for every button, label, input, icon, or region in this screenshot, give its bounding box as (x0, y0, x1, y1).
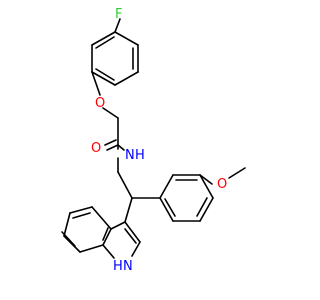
carbonyl-oxygen-label: O (91, 141, 101, 156)
indole-nitrogen-label: N (123, 259, 133, 274)
amide-hydrogen-label: H (135, 148, 145, 163)
fluorophenyl-ring (91, 31, 139, 86)
molecule-canvas: F O O N H O H N (61, 7, 246, 274)
carbonyl-double-bond-a (106, 144, 119, 151)
aryl-o-methoxy-bond (199, 174, 213, 185)
indole-pyrrole-ring (102, 221, 141, 259)
carbonyl-double-bond-b (104, 139, 117, 146)
amide-c-n-bond (117, 144, 125, 151)
indole-benzene-ring (61, 206, 112, 253)
o-ch2-bond (102, 107, 119, 119)
aryl-o-bond (91, 71, 101, 96)
methoxy-oxygen-label: O (217, 177, 227, 192)
ch2-ch-bond (117, 171, 133, 199)
ether-oxygen-label: O (95, 96, 105, 111)
ch-indole-bond (124, 197, 133, 223)
structure-diagram: F O O N H O H N (61, 7, 246, 274)
amide-nitrogen-label: N (125, 148, 135, 163)
c-f-bond (114, 18, 121, 33)
indole-hydrogen-label: H (113, 259, 123, 274)
methoxyphenyl-ring (159, 174, 214, 222)
fluorine-atom-label: F (115, 7, 122, 22)
o-methyl-bond (228, 167, 246, 179)
